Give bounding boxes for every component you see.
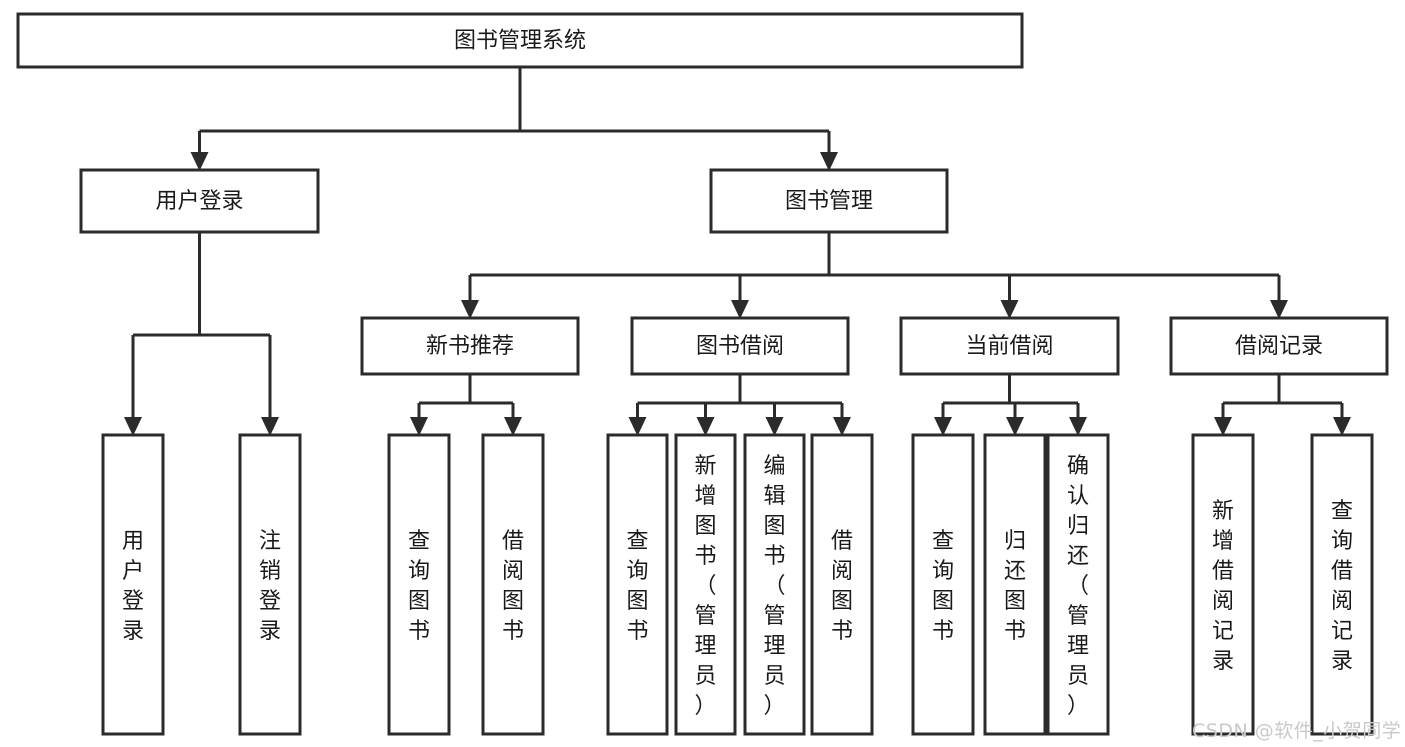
node-box-book-manage-branch bbox=[709, 168, 949, 234]
node-leaf-query-book-1[interactable]: 查询图书 bbox=[387, 433, 451, 736]
node-box-current-borrow bbox=[899, 316, 1120, 376]
arrow-head-icon bbox=[461, 300, 479, 319]
node-leaf-user-login[interactable]: 用户登录 bbox=[101, 433, 165, 736]
node-leaf-confirm-return-admin[interactable]: 确认归还（管理员） bbox=[1046, 433, 1110, 736]
node-label-leaf-query-book-3: 查询图书 bbox=[932, 529, 954, 644]
node-label-leaf-user-logout: 注销登录 bbox=[259, 529, 281, 644]
connector-group-root bbox=[190, 67, 838, 171]
node-current-borrow[interactable]: 当前借阅 bbox=[899, 316, 1120, 376]
node-label-leaf-borrow-book-1: 借阅图书 bbox=[502, 529, 524, 644]
arrow-head-icon bbox=[820, 152, 838, 171]
node-label-leaf-edit-book-admin: 编辑图书（管理员） bbox=[763, 454, 785, 719]
connector-layer bbox=[124, 67, 1351, 436]
node-leaf-return-book[interactable]: 归还图书 bbox=[983, 433, 1047, 736]
node-leaf-edit-book-admin[interactable]: 编辑图书（管理员） bbox=[743, 433, 806, 736]
node-new-book-recommend[interactable]: 新书推荐 bbox=[360, 316, 580, 376]
node-box-borrow-record bbox=[1169, 316, 1389, 376]
node-box-leaf-borrow-book-2 bbox=[810, 433, 874, 736]
node-label-leaf-user-login: 用户登录 bbox=[122, 529, 144, 644]
node-box-leaf-query-book-1 bbox=[387, 433, 451, 736]
node-box-new-book-recommend bbox=[360, 316, 580, 376]
node-root[interactable]: 图书管理系统 bbox=[16, 12, 1024, 69]
node-box-leaf-confirm-return-admin bbox=[1046, 433, 1110, 736]
arrow-head-icon bbox=[1000, 300, 1019, 319]
node-label-leaf-borrow-book-2: 借阅图书 bbox=[831, 529, 853, 644]
node-box-leaf-add-book-admin bbox=[674, 433, 737, 736]
node-label-book-borrow: 图书借阅 bbox=[696, 334, 784, 359]
connector-group-new-book-recommend bbox=[410, 374, 522, 436]
arrow-head-icon bbox=[833, 417, 851, 436]
arrow-head-icon bbox=[410, 417, 428, 436]
connector-group-book-borrow bbox=[628, 374, 851, 436]
arrow-head-icon bbox=[1069, 417, 1087, 436]
node-box-leaf-query-book-3 bbox=[911, 433, 975, 736]
arrow-head-icon bbox=[934, 417, 952, 436]
arrow-head-icon bbox=[1333, 417, 1351, 436]
arrow-head-icon bbox=[731, 300, 749, 319]
node-box-leaf-edit-book-admin bbox=[743, 433, 806, 736]
arrow-head-icon bbox=[190, 152, 209, 171]
node-box-leaf-borrow-book-1 bbox=[481, 433, 545, 736]
csdn-watermark: CSDN @软件_小贺同学 bbox=[1192, 720, 1402, 742]
node-label-user-login-branch: 用户登录 bbox=[155, 189, 243, 214]
node-label-leaf-confirm-return-admin: 确认归还（管理员） bbox=[1067, 454, 1089, 719]
node-label-leaf-add-borrow-record: 新增借阅记录 bbox=[1212, 499, 1234, 674]
node-borrow-record[interactable]: 借阅记录 bbox=[1169, 316, 1389, 376]
node-leaf-add-book-admin[interactable]: 新增图书（管理员） bbox=[674, 433, 737, 736]
node-label-root: 图书管理系统 bbox=[454, 29, 586, 54]
connector-group-book-manage-branch bbox=[461, 232, 1288, 319]
connector-group-current-borrow bbox=[934, 374, 1087, 436]
node-box-leaf-add-borrow-record bbox=[1191, 433, 1255, 736]
node-user-login-branch[interactable]: 用户登录 bbox=[79, 168, 320, 234]
arrow-head-icon bbox=[696, 417, 715, 436]
node-label-borrow-record: 借阅记录 bbox=[1235, 334, 1323, 359]
node-label-leaf-query-borrow-record: 查询借阅记录 bbox=[1331, 499, 1353, 674]
node-label-current-borrow: 当前借阅 bbox=[965, 334, 1053, 359]
node-book-borrow[interactable]: 图书借阅 bbox=[630, 316, 850, 376]
arrow-head-icon bbox=[765, 417, 784, 436]
arrow-head-icon bbox=[1270, 300, 1288, 319]
arrow-head-icon bbox=[261, 417, 279, 436]
node-label-leaf-return-book: 归还图书 bbox=[1004, 529, 1026, 644]
node-box-root bbox=[16, 12, 1024, 69]
node-box-leaf-user-login bbox=[101, 433, 165, 736]
node-label-new-book-recommend: 新书推荐 bbox=[426, 334, 514, 359]
node-box-book-borrow bbox=[630, 316, 850, 376]
node-label-leaf-query-book-1: 查询图书 bbox=[408, 529, 430, 644]
node-layer: 图书管理系统用户登录图书管理新书推荐图书借阅当前借阅借阅记录用户登录注销登录查询… bbox=[16, 12, 1389, 736]
node-box-leaf-user-logout bbox=[238, 433, 302, 736]
arrow-head-icon bbox=[628, 417, 647, 436]
arrow-head-icon bbox=[504, 417, 522, 436]
node-leaf-user-logout[interactable]: 注销登录 bbox=[238, 433, 302, 736]
arrow-head-icon bbox=[124, 417, 142, 436]
node-box-leaf-return-book bbox=[983, 433, 1047, 736]
node-label-book-manage-branch: 图书管理 bbox=[785, 189, 873, 214]
node-leaf-borrow-book-1[interactable]: 借阅图书 bbox=[481, 433, 545, 736]
arrow-head-icon bbox=[1006, 417, 1024, 436]
node-box-user-login-branch bbox=[79, 168, 320, 234]
node-leaf-borrow-book-2[interactable]: 借阅图书 bbox=[810, 433, 874, 736]
node-book-manage-branch[interactable]: 图书管理 bbox=[709, 168, 949, 234]
node-leaf-query-book-2[interactable]: 查询图书 bbox=[606, 433, 669, 736]
connector-group-user-login-branch bbox=[124, 232, 279, 436]
node-label-leaf-query-book-2: 查询图书 bbox=[626, 529, 648, 644]
node-leaf-query-borrow-record[interactable]: 查询借阅记录 bbox=[1310, 433, 1374, 736]
node-box-leaf-query-borrow-record bbox=[1310, 433, 1374, 736]
node-box-leaf-query-book-2 bbox=[606, 433, 669, 736]
arrow-head-icon bbox=[1214, 417, 1232, 436]
connector-group-borrow-record bbox=[1214, 374, 1351, 436]
node-leaf-add-borrow-record[interactable]: 新增借阅记录 bbox=[1191, 433, 1255, 736]
node-leaf-query-book-3[interactable]: 查询图书 bbox=[911, 433, 975, 736]
node-label-leaf-add-book-admin: 新增图书（管理员） bbox=[694, 454, 716, 719]
